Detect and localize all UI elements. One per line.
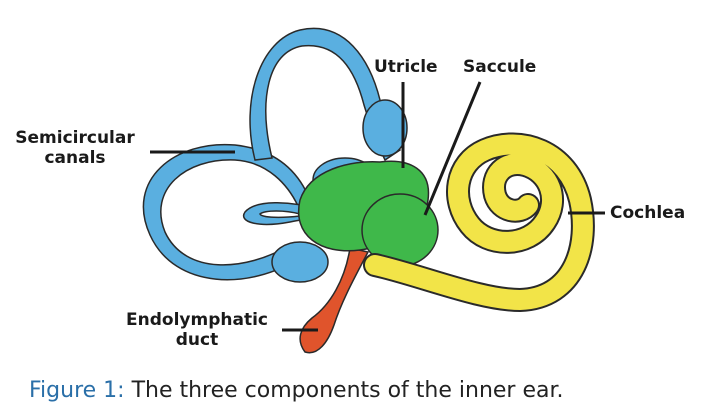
figure-caption: Figure 1: The three components of the in… <box>29 378 564 403</box>
figure-number: Figure 1: <box>29 378 125 403</box>
semicircular-label-line1: Semicircular <box>15 128 135 148</box>
ampulla-upper <box>362 99 408 157</box>
ampulla-lower <box>271 241 329 283</box>
cochlea <box>363 132 595 313</box>
semicircular-canal-upper <box>249 27 401 162</box>
semicircular-canals-label: Semicircular canals <box>10 128 140 168</box>
endolymphatic-duct-label: Endolymphatic duct <box>112 310 282 350</box>
endolymphatic-duct <box>299 247 370 354</box>
endolymphatic-label-line2: duct <box>175 330 219 350</box>
caption-text: The three components of the inner ear. <box>124 378 564 403</box>
cochlea-label: Cochlea <box>610 203 686 223</box>
semicircular-label-line2: canals <box>44 148 106 168</box>
utricle-label: Utricle <box>374 57 438 77</box>
endolymphatic-label-line1: Endolymphatic <box>126 310 268 330</box>
leader-saccule <box>423 81 482 216</box>
saccule-label: Saccule <box>463 57 537 77</box>
inner-ear-diagram <box>142 27 605 354</box>
